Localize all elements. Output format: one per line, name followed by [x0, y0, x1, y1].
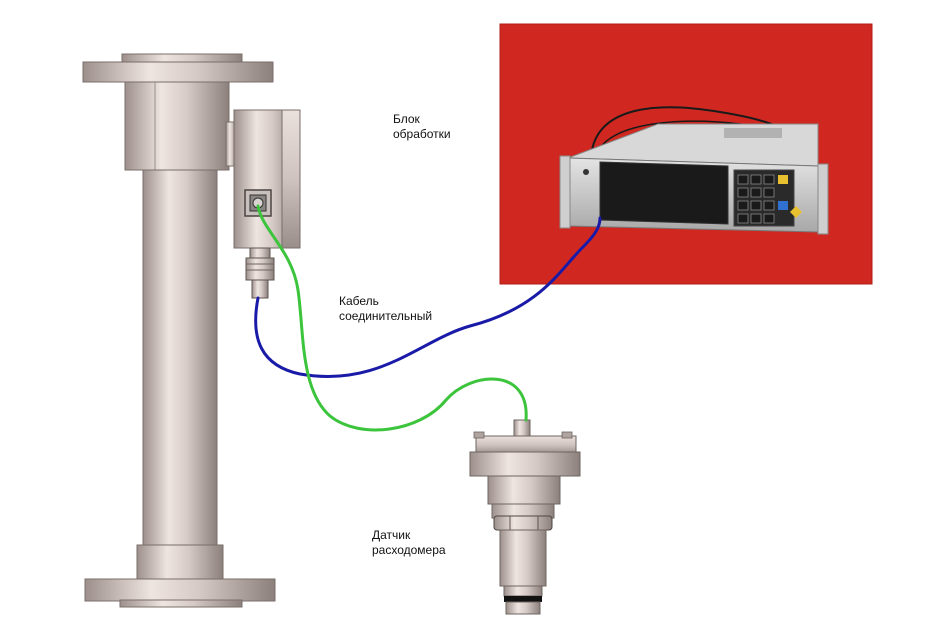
processing-unit-label-line1: Блок — [393, 112, 420, 126]
processing-unit-photo — [499, 23, 873, 285]
rack-ear-right — [817, 163, 829, 235]
bottom-flange — [84, 578, 276, 602]
bottom-flange-ring — [119, 599, 243, 608]
blue-cable — [254, 216, 602, 378]
lower-hub — [136, 544, 224, 580]
green-cable — [256, 204, 528, 432]
flowmeter-sensor-label-line1: Датчик — [372, 528, 411, 542]
flowmeter-sensor — [469, 419, 581, 615]
processing-unit-label-line2: обработки — [393, 127, 451, 141]
device-display — [599, 161, 729, 225]
connecting-cable-label-line2: соединительный — [339, 309, 433, 323]
rack-ear-left — [559, 155, 571, 229]
connecting-cable-label: Кабель соединительный — [339, 294, 432, 324]
flowmeter-sensor-label: Датчик расходомера — [372, 528, 446, 558]
pipe-electronics-housing — [225, 109, 301, 299]
housing-cap — [281, 109, 301, 249]
pipe-body — [142, 169, 218, 546]
sensor-black-ring — [504, 596, 542, 602]
pipe-spool — [82, 53, 276, 608]
top-flange — [82, 61, 274, 83]
flowmeter-sensor-label-line2: расходомера — [372, 543, 446, 557]
upper-body-block — [124, 81, 230, 171]
processing-unit-label: Блок обработки — [393, 112, 451, 142]
connecting-cable-label-line1: Кабель — [339, 294, 379, 308]
